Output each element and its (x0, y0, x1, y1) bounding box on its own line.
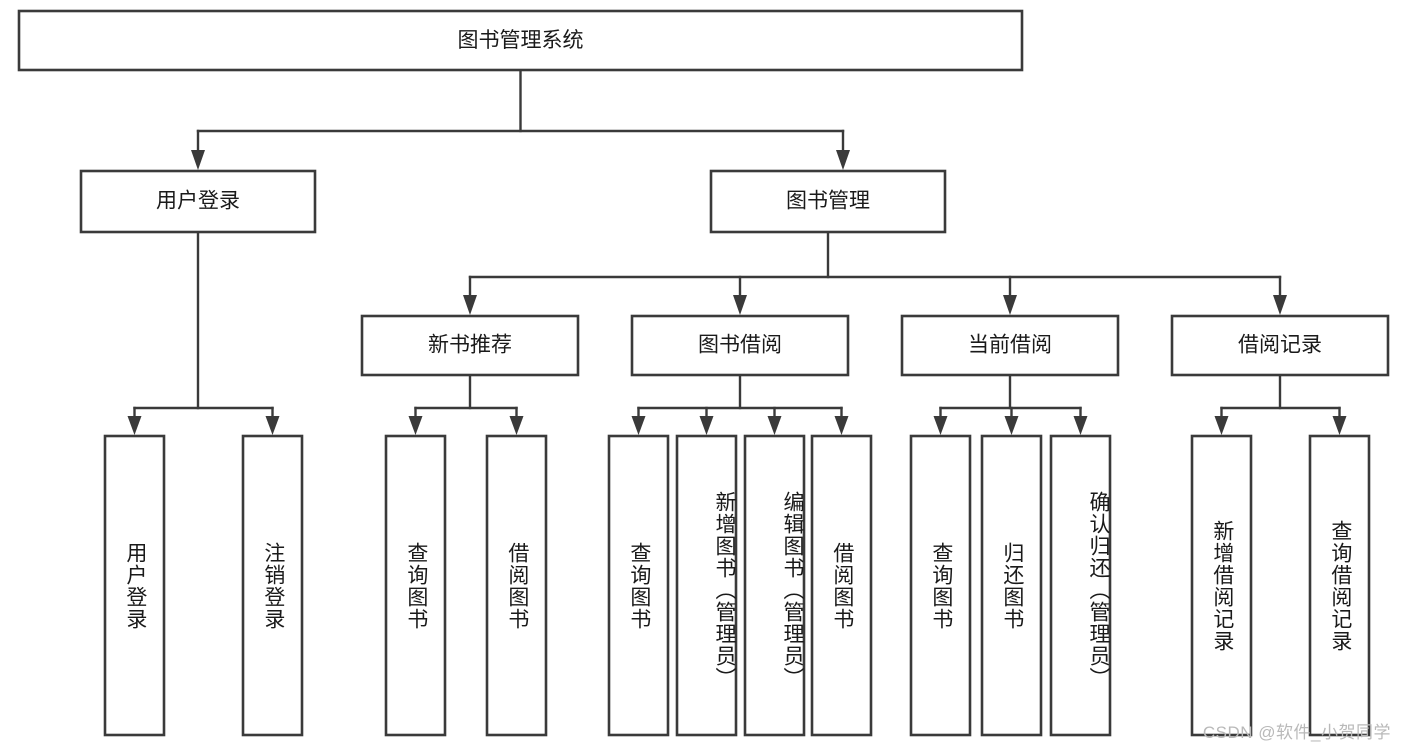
node-user-login[interactable] (79, 169, 317, 234)
connector-book-borrow-to-leaves (631, 373, 849, 435)
node-leaf-logout-login[interactable] (241, 434, 304, 737)
connector-new-book-to-leaves (408, 373, 524, 435)
node-leaf-query-book-borrow[interactable] (607, 434, 670, 737)
node-leaf-edit-book-admin[interactable] (743, 434, 806, 737)
node-leaf-user-login[interactable] (103, 434, 166, 737)
node-root-label: 图书管理系统 (458, 29, 584, 52)
node-current-borrow-label: 当前借阅 (968, 334, 1052, 357)
node-book-borrow-label: 图书借阅 (698, 334, 782, 357)
node-root-book-management-system[interactable] (17, 9, 1024, 72)
node-current-borrow[interactable] (900, 314, 1120, 377)
node-leaf-query-book-current[interactable] (909, 434, 972, 737)
connector-user-login-to-leaves (127, 230, 280, 435)
node-book-borrow[interactable] (630, 314, 850, 377)
connector-book-manage-to-level3 (463, 230, 1287, 315)
connector-borrow-record-to-leaves (1214, 373, 1347, 435)
node-leaf-add-borrow-record[interactable] (1190, 434, 1253, 737)
node-leaf-confirm-return-admin[interactable] (1049, 434, 1112, 737)
node-leaf-query-book-recommend[interactable] (384, 434, 447, 737)
node-leaf-add-book-admin[interactable] (675, 434, 738, 737)
node-leaf-return-book[interactable] (980, 434, 1043, 737)
node-borrow-record[interactable] (1170, 314, 1390, 377)
node-new-book-recommend-label: 新书推荐 (428, 334, 512, 357)
node-book-management[interactable] (709, 169, 947, 234)
connector-root-to-level2 (191, 68, 850, 170)
node-leaf-borrow-book-recommend[interactable] (485, 434, 548, 737)
node-book-management-label: 图书管理 (786, 190, 870, 213)
node-leaf-query-borrow-record[interactable] (1308, 434, 1371, 737)
node-borrow-record-label: 借阅记录 (1238, 334, 1322, 357)
csdn-watermark: CSDN @软件_小贺同学 (1202, 723, 1391, 742)
node-leaf-borrow-book[interactable] (810, 434, 873, 737)
connector-current-borrow-to-leaves (933, 373, 1088, 435)
node-user-login-label: 用户登录 (156, 190, 240, 213)
node-new-book-recommend[interactable] (360, 314, 580, 377)
